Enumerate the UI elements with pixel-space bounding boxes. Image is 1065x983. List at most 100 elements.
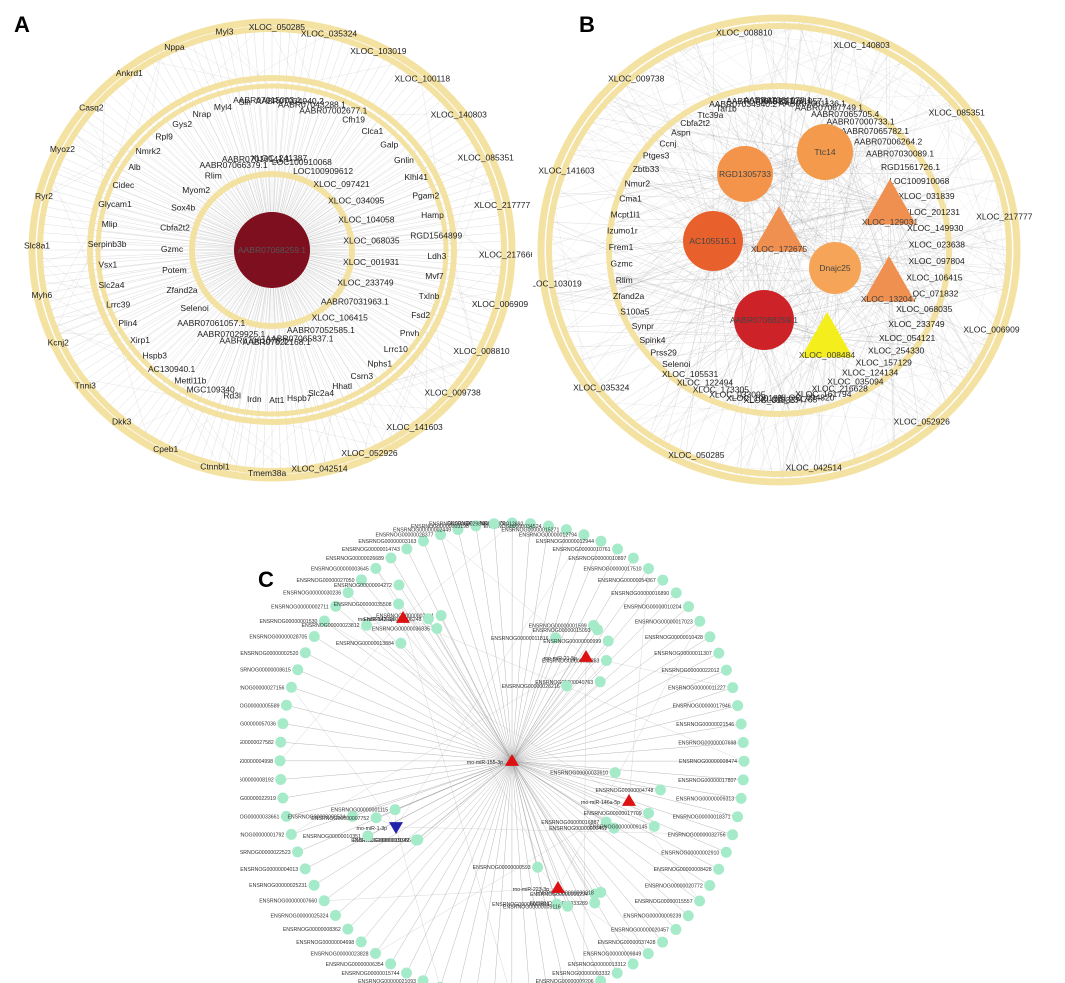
edge	[744, 173, 979, 369]
edge	[408, 357, 443, 405]
gene-label: ENSRNOG00000001115	[331, 808, 388, 814]
edge	[511, 760, 649, 954]
node-ring	[189, 171, 355, 329]
edge	[271, 249, 482, 353]
inner-node-label: AABR07030089.1	[866, 149, 934, 159]
middle-node-label: Irdn	[247, 394, 262, 404]
gene-label: ENSRNOG00000009313	[676, 796, 734, 802]
gene-node	[329, 909, 341, 921]
middle-node-label: Ldh3	[427, 251, 446, 261]
outer-node-label: Myl3	[216, 27, 234, 37]
edge	[271, 155, 486, 251]
gene-node	[735, 792, 747, 804]
edge	[352, 760, 513, 817]
edge	[826, 277, 942, 339]
edge	[112, 84, 273, 251]
node-ring	[606, 83, 952, 417]
gene-node	[370, 562, 382, 574]
outer-node-label: XLOC_050285	[668, 450, 725, 460]
outer-node-label: XLOC_217777	[976, 212, 1033, 222]
gene-node	[611, 543, 623, 555]
gene-node	[355, 936, 367, 948]
outer-node-label: XLOC_042514	[291, 463, 348, 473]
edge	[511, 760, 700, 902]
middle-node-label: Txlnb	[419, 291, 440, 301]
edge	[630, 179, 780, 233]
edge	[390, 760, 513, 964]
gene-node	[643, 807, 655, 819]
edge	[398, 584, 513, 762]
edge	[511, 760, 602, 893]
edge	[778, 215, 941, 233]
outer-node-label: XLOC_052926	[341, 448, 398, 458]
gene-label: ENSRNOG00000005589	[240, 703, 280, 709]
inner-node-label: XLOC_234765	[761, 395, 818, 405]
edge	[963, 196, 1006, 390]
edge	[445, 288, 489, 339]
inner-node-label: XLOC_100185	[726, 393, 783, 403]
inner-node-label: Synpr	[632, 321, 654, 331]
gene-node	[318, 615, 330, 627]
inner-node-label: XLOC_122494	[677, 378, 734, 388]
inner-node-label: Gzmc	[611, 259, 634, 269]
gene-node	[299, 863, 311, 875]
gene-label: ENSRNOG00000000294	[530, 892, 588, 898]
inner-node-label: Gzmc	[161, 244, 184, 254]
middle-node-label: Cidec	[112, 180, 134, 190]
gene-label: ENSRNOG00000017946	[673, 704, 731, 710]
inner-node-label: XLOC_094820	[778, 393, 835, 403]
edge	[762, 90, 765, 321]
edge	[375, 800, 630, 954]
edge	[511, 687, 733, 762]
hub-label: Ttc14	[814, 147, 836, 157]
edge	[763, 57, 904, 321]
edge	[592, 231, 780, 387]
edge	[712, 240, 974, 376]
gene-label: ENSRNOG00000009239	[623, 914, 681, 920]
edge	[322, 407, 333, 470]
edge	[705, 106, 765, 321]
gene-label: ENSRNOG00000057036	[240, 722, 276, 728]
edge	[656, 55, 826, 153]
gene-node	[470, 520, 482, 532]
gene-node	[727, 682, 739, 694]
edge	[826, 110, 860, 339]
edge	[744, 173, 979, 368]
hub-node	[717, 146, 773, 202]
outer-node-label: XLOC_140803	[431, 110, 488, 120]
gene-node	[524, 518, 536, 530]
edge	[268, 24, 300, 85]
middle-node-label: Plin4	[118, 318, 137, 328]
outer-node-label: Kcnj2	[48, 338, 70, 348]
edge	[324, 620, 513, 762]
edge	[671, 47, 714, 242]
edge	[511, 681, 601, 762]
edge	[251, 413, 313, 475]
middle-node-label: Nphs1	[368, 359, 393, 369]
node-rings	[28, 18, 516, 482]
edge	[37, 241, 273, 251]
gene-node	[627, 552, 639, 564]
edge	[280, 760, 513, 780]
edge	[119, 78, 273, 251]
edge	[831, 98, 890, 283]
edge	[45, 249, 273, 312]
gene-node	[738, 755, 750, 767]
edge	[778, 92, 811, 233]
inner-node-label: AABR07065837.1	[265, 333, 333, 343]
edge	[402, 617, 437, 629]
edge	[768, 22, 976, 374]
gene-node	[506, 517, 518, 529]
gene-node	[422, 613, 434, 625]
edge	[271, 124, 468, 251]
edge	[271, 117, 463, 251]
gene-label: ENSRNOG00000018371	[673, 815, 731, 821]
inner-node-label: Rlim	[205, 171, 222, 181]
edge	[400, 643, 513, 762]
outer-node-label: XLOC_217666	[479, 250, 532, 260]
edge	[575, 138, 920, 432]
gene-node	[401, 543, 413, 555]
edge	[133, 249, 273, 433]
edge	[271, 67, 411, 251]
edge	[796, 151, 826, 410]
